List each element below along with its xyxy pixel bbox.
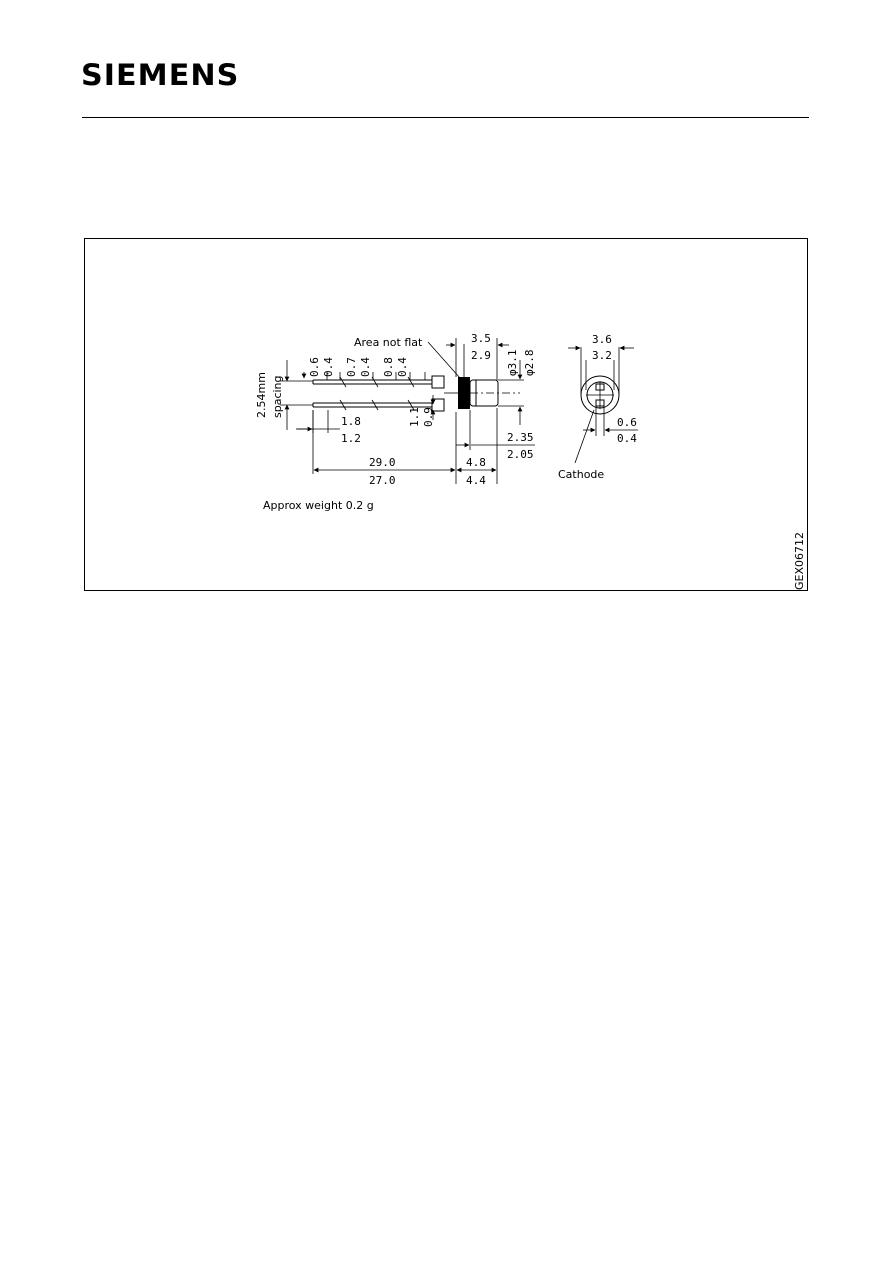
header-rule — [82, 117, 809, 118]
drawing-frame — [84, 238, 808, 591]
siemens-logo: SIEMENS — [81, 58, 240, 92]
